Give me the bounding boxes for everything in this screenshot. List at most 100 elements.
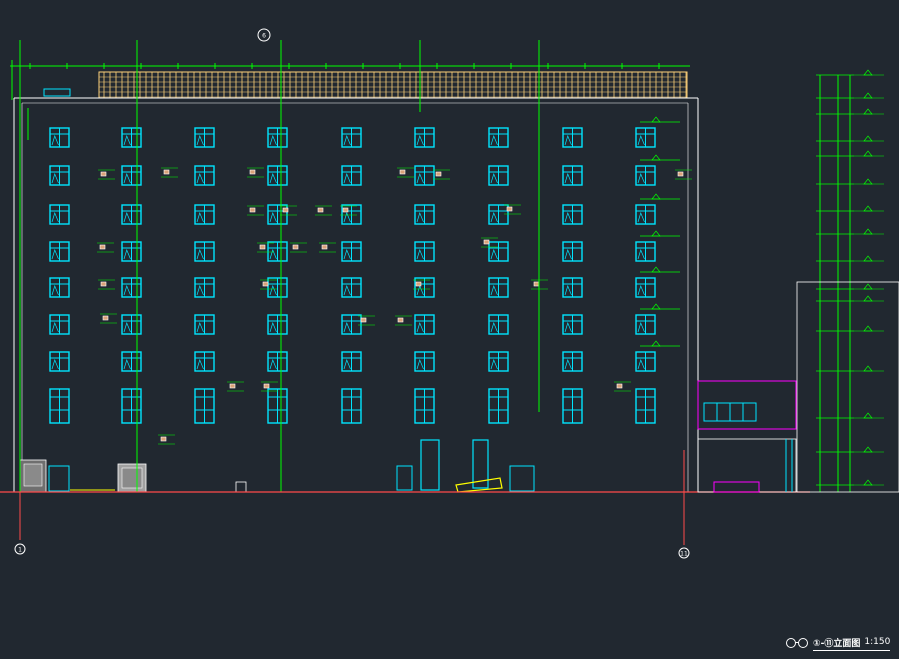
level-tag-box	[317, 207, 324, 213]
window-opening-mark	[564, 211, 572, 223]
window	[488, 127, 509, 148]
level-tag	[161, 167, 178, 178]
triangle-level-marker-icon	[651, 116, 661, 123]
window	[414, 277, 435, 298]
annex-lower-block	[697, 438, 797, 493]
window-opening-mark	[343, 248, 351, 260]
axis-range-icon	[786, 637, 810, 648]
tall-window	[121, 388, 142, 424]
window	[488, 241, 509, 262]
window	[194, 165, 215, 186]
level-tag	[395, 315, 412, 326]
level-tag	[319, 242, 336, 253]
window-grid	[49, 127, 656, 424]
level-tag-box	[415, 281, 422, 287]
window-opening-mark	[416, 358, 424, 370]
level-tag-box	[533, 281, 540, 287]
tall-window	[562, 388, 583, 424]
dimension-lines	[10, 40, 884, 540]
window-opening-mark	[564, 248, 572, 260]
window-opening-mark	[269, 248, 277, 260]
level-tag-box	[321, 244, 328, 250]
level-tag	[290, 242, 307, 253]
window-opening-mark	[196, 134, 204, 146]
window-opening-mark	[123, 284, 131, 296]
axis-bubble-right: 11	[678, 547, 690, 559]
window	[635, 127, 656, 148]
level-tag	[257, 242, 274, 253]
level-tag	[397, 167, 414, 178]
window-opening-mark	[51, 172, 59, 184]
window	[562, 351, 583, 372]
window-opening-mark	[51, 134, 59, 146]
level-tag-box	[259, 244, 266, 250]
window	[635, 314, 656, 335]
window-opening-mark	[343, 172, 351, 184]
window-opening-mark	[343, 321, 351, 333]
window	[341, 314, 362, 335]
window	[414, 127, 435, 148]
level-tag	[247, 205, 264, 216]
window-opening-mark	[51, 284, 59, 296]
building-outline	[13, 97, 699, 492]
level-tag	[433, 169, 450, 180]
window	[341, 277, 362, 298]
window-opening-mark	[416, 134, 424, 146]
triangle-level-marker-icon	[651, 154, 661, 161]
window-opening-mark	[196, 172, 204, 184]
roof-parapet-frame	[98, 71, 688, 99]
window	[121, 165, 142, 186]
window	[267, 314, 288, 335]
window-opening-mark	[123, 358, 131, 370]
window-opening-mark	[196, 358, 204, 370]
window	[635, 277, 656, 298]
level-tag	[98, 169, 115, 180]
level-tag-box	[102, 315, 109, 321]
shop-door-middle	[121, 467, 143, 489]
axis-label-left: 1	[18, 547, 22, 554]
window	[194, 351, 215, 372]
window	[414, 204, 435, 225]
triangle-level-marker-icon	[863, 446, 873, 453]
window-opening-mark	[123, 248, 131, 260]
level-tag	[358, 315, 375, 326]
window-opening-mark	[637, 248, 645, 260]
ground-line	[0, 450, 810, 545]
window-opening-mark	[564, 321, 572, 333]
window	[267, 277, 288, 298]
window	[194, 127, 215, 148]
window-opening-mark	[269, 211, 277, 223]
window-opening-mark	[269, 321, 277, 333]
level-tag-box	[249, 169, 256, 175]
entrance-door	[396, 465, 413, 491]
triangle-level-marker-icon	[863, 135, 873, 142]
window-opening-mark	[490, 358, 498, 370]
level-tag-box	[249, 207, 256, 213]
window-opening-mark	[416, 211, 424, 223]
window-opening-mark	[123, 211, 131, 223]
entrance-door	[48, 465, 70, 492]
level-tag	[340, 205, 357, 216]
circle-axis-marker-icon	[257, 28, 271, 42]
window	[267, 127, 288, 148]
window-opening-mark	[343, 358, 351, 370]
tall-window	[414, 388, 435, 424]
window	[121, 241, 142, 262]
level-tag-box	[100, 171, 107, 177]
window	[562, 314, 583, 335]
window-opening-mark	[51, 358, 59, 370]
window	[562, 165, 583, 186]
entrance-door	[509, 465, 535, 492]
window	[49, 241, 70, 262]
tall-window	[341, 388, 362, 424]
window	[341, 127, 362, 148]
window	[488, 277, 509, 298]
level-tag-box	[262, 281, 269, 287]
window-opening-mark	[490, 172, 498, 184]
window-opening-mark	[564, 134, 572, 146]
level-tag	[280, 205, 297, 216]
window-opening-mark	[123, 321, 131, 333]
window	[49, 204, 70, 225]
window	[49, 314, 70, 335]
level-tag	[247, 167, 264, 178]
